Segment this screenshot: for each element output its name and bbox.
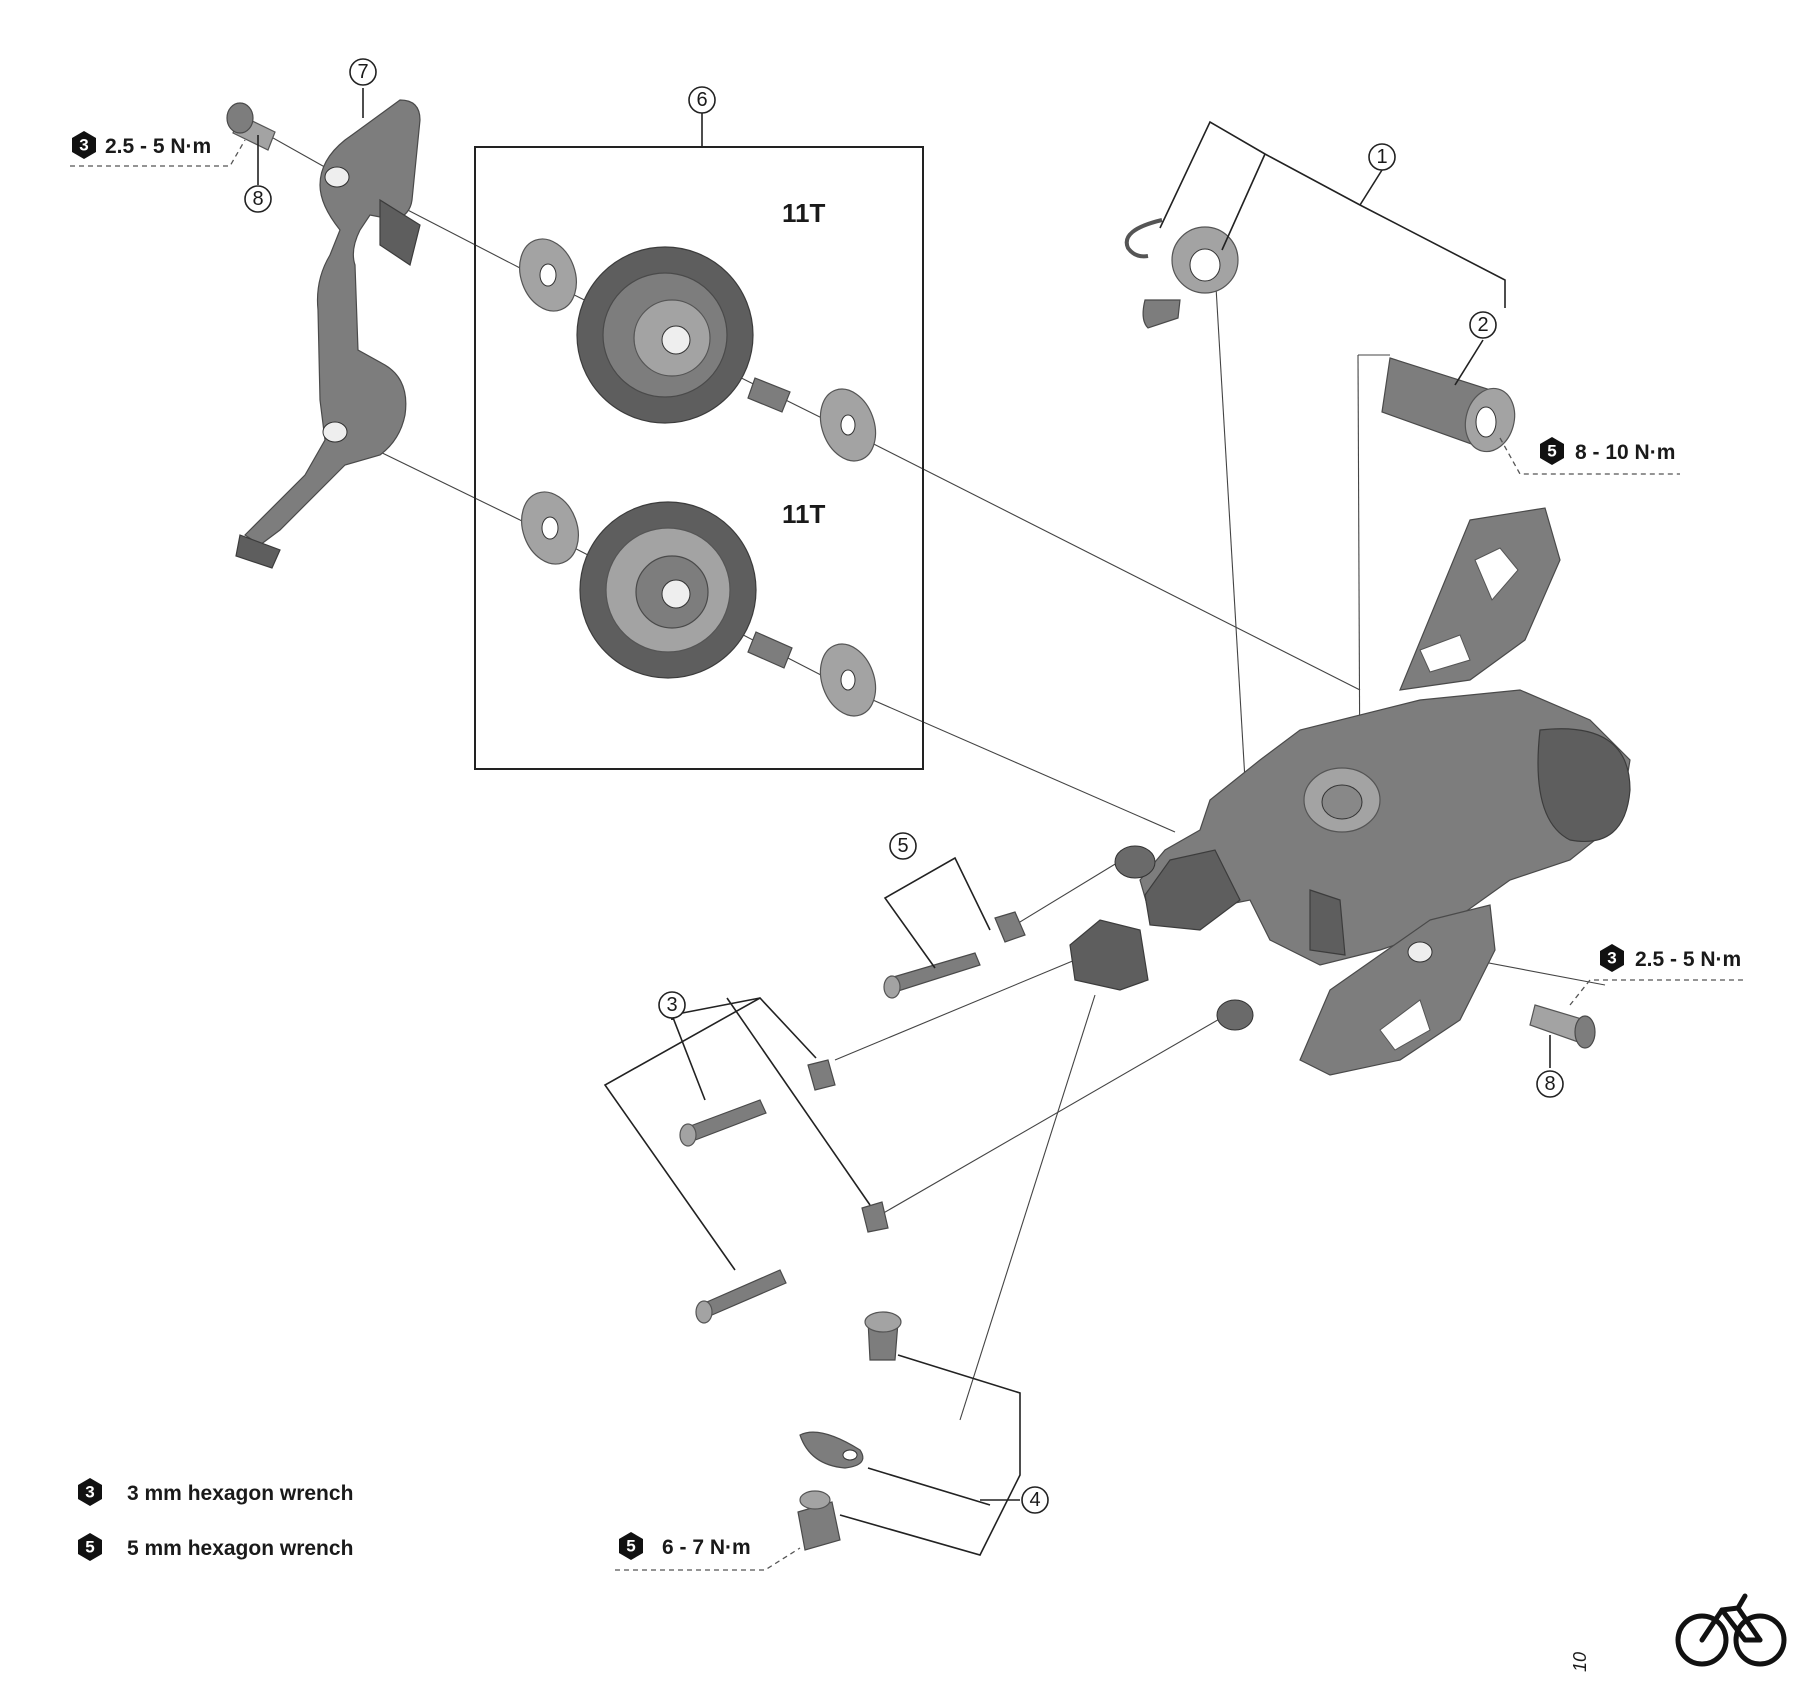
lower-pulley (579, 501, 757, 679)
legend-hex3: 3 3 mm hexagon wrench (78, 1478, 353, 1506)
footer-code: 10 (1570, 1652, 1590, 1672)
hex5-badge (619, 1532, 643, 1560)
svg-text:4: 4 (1029, 1489, 1040, 1511)
pulley-set-box (474, 146, 924, 770)
legend: 3 3 mm hexagon wrench 5 5 mm hexagon wre… (78, 1478, 353, 1561)
callout-8-right: 8 (1536, 1070, 1564, 1098)
svg-text:3 mm hexagon wrench: 3 mm hexagon wrench (127, 1482, 353, 1505)
upper-pulley-teeth-label: 11T (782, 198, 825, 228)
upper-pulley-group (519, 238, 877, 462)
svg-text:6: 6 (696, 89, 707, 111)
legend-hex5: 5 5 mm hexagon wrench (78, 1533, 353, 1561)
upper-pulley (576, 246, 754, 424)
axle-bolt (1381, 357, 1516, 453)
callout-6: 6 (688, 86, 716, 114)
torque-dashed-leaders (70, 139, 1743, 1571)
torque-cage-bolt-right: 3 2.5 - 5 N·m (1600, 944, 1741, 972)
callout-5: 5 (889, 832, 917, 860)
inner-cage-plate (235, 99, 421, 569)
cage-bolt-top (226, 102, 276, 151)
svg-text:5 mm hexagon wrench: 5 mm hexagon wrench (127, 1537, 353, 1560)
svg-text:5: 5 (626, 1537, 635, 1556)
svg-text:3: 3 (1607, 949, 1616, 968)
callout-7: 7 (349, 58, 377, 86)
snap-ring-and-bushing (1124, 218, 1239, 329)
svg-text:8: 8 (1544, 1073, 1555, 1095)
callout-2: 2 (1469, 311, 1497, 339)
torque-cage-bolt-top: 3 2.5 - 5 N·m (72, 131, 211, 159)
bicycle-icon (1675, 1593, 1787, 1667)
derailleur-main-body (1069, 507, 1631, 1076)
svg-text:5: 5 (897, 835, 908, 857)
svg-text:8 - 10 N·m: 8 - 10 N·m (1575, 441, 1675, 464)
svg-text:2: 2 (1477, 314, 1488, 336)
svg-text:3: 3 (85, 1483, 94, 1502)
callout-3: 3 (658, 991, 686, 1019)
svg-text:2.5 - 5 N·m: 2.5 - 5 N·m (105, 135, 211, 158)
stroke-adjust-screws (679, 1059, 889, 1324)
cage-bolt-right (1529, 1004, 1596, 1049)
hex3-badge (72, 131, 96, 159)
svg-text:7: 7 (357, 61, 368, 83)
svg-text:2.5 - 5 N·m: 2.5 - 5 N·m (1635, 948, 1741, 971)
svg-text:1: 1 (1376, 146, 1387, 168)
torque-axle-bolt: 5 8 - 10 N·m (1540, 437, 1675, 465)
callout-8-top: 8 (244, 185, 272, 213)
svg-text:5: 5 (85, 1538, 94, 1557)
svg-text:3: 3 (666, 994, 677, 1016)
lower-pulley-group (521, 491, 877, 717)
hex3-badge (1600, 944, 1624, 972)
hex5-badge (1540, 437, 1564, 465)
torque-cable-fixing-bolt: 5 6 - 7 N·m (619, 1532, 751, 1560)
lower-pulley-teeth-label: 11T (782, 499, 825, 529)
svg-text:8: 8 (252, 188, 263, 210)
cable-fixing-set (797, 1311, 902, 1551)
svg-text:5: 5 (1547, 442, 1556, 461)
svg-text:3: 3 (79, 136, 88, 155)
svg-text:6 - 7 N·m: 6 - 7 N·m (662, 1536, 751, 1559)
callout-leaders (257, 88, 1551, 1556)
callout-1: 1 (1368, 143, 1396, 171)
callout-4: 4 (1021, 1486, 1049, 1514)
b-tension-bolt (883, 911, 1026, 999)
